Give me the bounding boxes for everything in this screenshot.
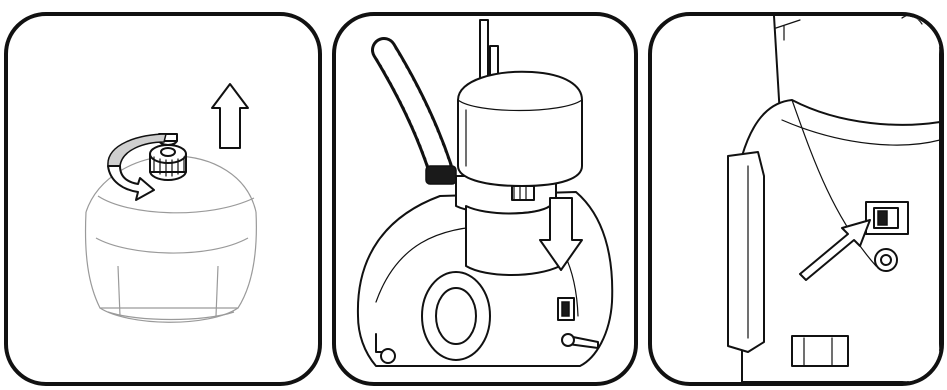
water-tank [458, 72, 582, 200]
up-arrow-icon [212, 84, 248, 148]
tank-cap-illustration [8, 16, 318, 382]
steamer-base-illustration [336, 16, 634, 382]
panel-remove-tank-cap [4, 12, 322, 386]
wheel [422, 272, 490, 360]
panel-insert-tank [332, 12, 638, 386]
power-switch-closeup-illustration [652, 16, 940, 382]
steam-hose [384, 50, 456, 184]
pole [480, 20, 498, 80]
panel-power-switch [648, 12, 944, 386]
water-tank [86, 156, 257, 322]
steamer-body [728, 100, 940, 382]
